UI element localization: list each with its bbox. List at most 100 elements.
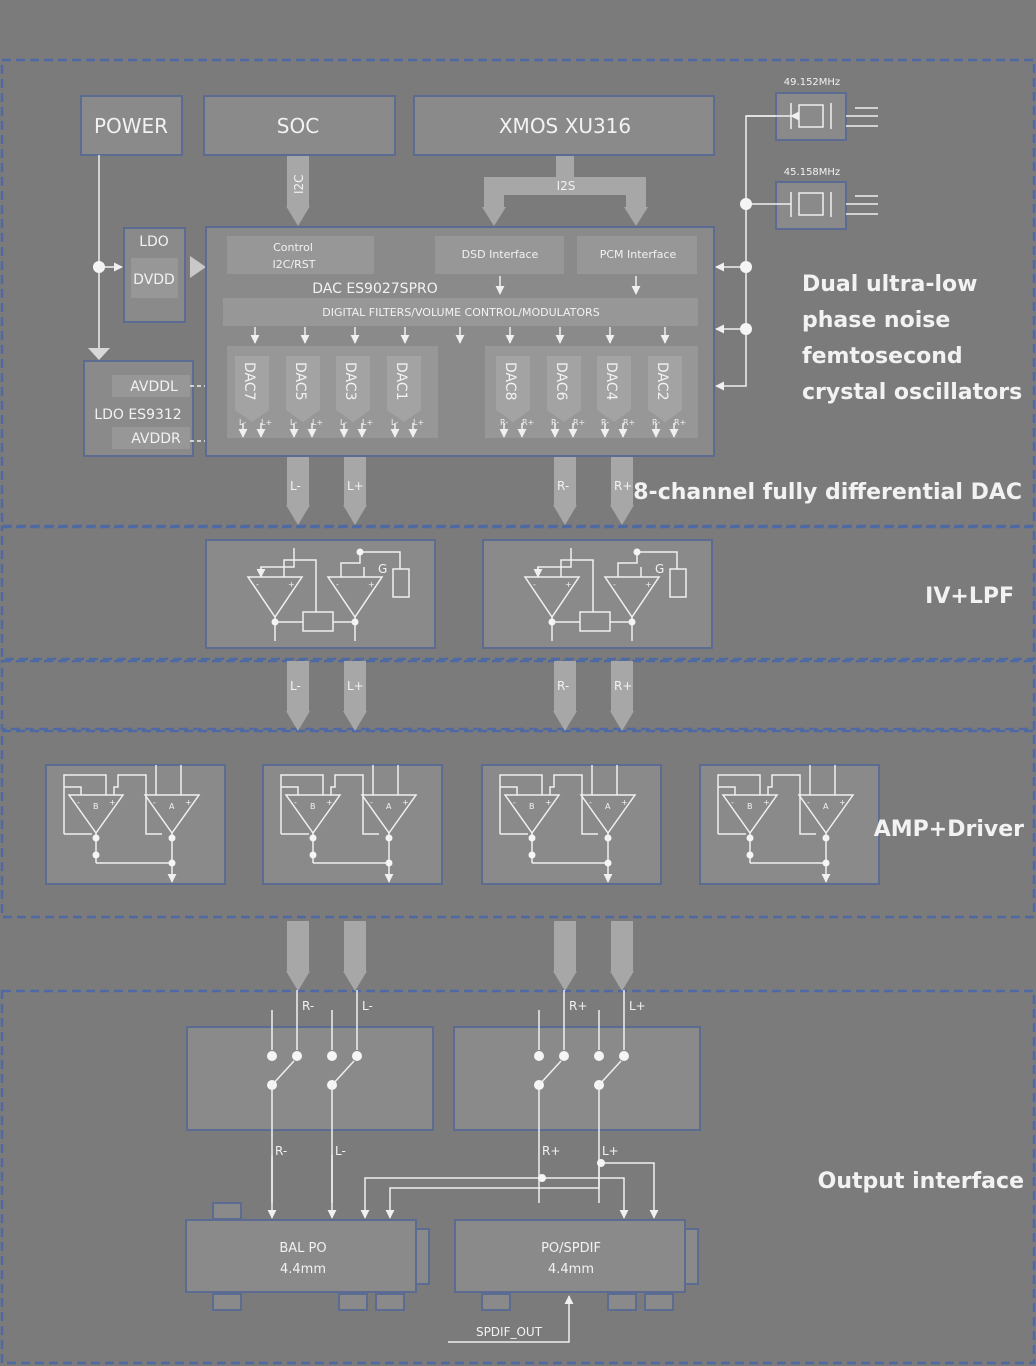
- plus-sign: +: [185, 798, 192, 807]
- avddl-label: AVDDL: [130, 379, 178, 395]
- minus-sign: -: [731, 798, 734, 807]
- dac-channel-label: DAC2: [654, 362, 670, 401]
- dac-channel-label: DAC7: [241, 362, 257, 401]
- dac-section-frame: [0, 58, 1036, 528]
- switch-output-label: R-: [275, 1144, 287, 1158]
- po-spdif-size-label: 4.4mm: [548, 1262, 594, 1277]
- control-label-2: I2C/RST: [273, 258, 316, 271]
- i2c-bus-arrow: I2C: [286, 156, 310, 226]
- switch: L-L-: [327, 990, 373, 1203]
- soc-block: SOC: [203, 95, 396, 156]
- dac-channel-label: DAC8: [502, 362, 518, 401]
- osc-section-label-3: femtosecond: [802, 344, 963, 369]
- plus-sign: +: [839, 798, 846, 807]
- pin-plus-label: L+: [413, 418, 424, 427]
- spdif-out-line: SPDIF_OUT: [448, 1295, 574, 1343]
- switch: L+L+: [594, 990, 646, 1203]
- plus-sign: +: [109, 798, 116, 807]
- signal-label: R-: [557, 479, 569, 493]
- pin-plus-label: R+: [623, 418, 635, 427]
- osc-section-label-1: Dual ultra-low: [802, 272, 978, 297]
- osc2-label: 45.158MHz: [784, 167, 840, 178]
- signal-label: L+: [347, 479, 364, 493]
- signal-arrow: [343, 921, 367, 991]
- dac-channel-label: DAC3: [342, 362, 358, 401]
- switch-input-label: R+: [569, 999, 587, 1013]
- minus-sign: -: [807, 798, 810, 807]
- power-block: POWER: [80, 95, 183, 156]
- signal-label: L-: [290, 679, 301, 693]
- dsd-interface-label: DSD Interface: [462, 248, 539, 261]
- minus-sign: -: [336, 580, 339, 589]
- ldo-es9312-label: LDO ES9312: [94, 407, 181, 423]
- plus-sign: +: [368, 580, 375, 589]
- ivlpf-section-label: IV+LPF: [925, 584, 1014, 609]
- pin-minus-label: L-: [340, 418, 347, 427]
- pin-minus-label: L-: [239, 418, 246, 427]
- minus-sign: -: [294, 798, 297, 807]
- ldo-dvdd-block: LDO DVDD: [123, 227, 206, 323]
- plus-sign: +: [402, 798, 409, 807]
- minus-sign: -: [370, 798, 373, 807]
- osc-section-label-2: phase noise: [802, 308, 950, 333]
- minus-sign: -: [77, 798, 80, 807]
- bal-po-connector: BAL PO 4.4mm: [185, 1202, 430, 1311]
- dac-channel-label: DAC6: [553, 362, 569, 401]
- minus-sign: -: [513, 798, 516, 807]
- oscillator-45mhz: 45.158MHz: [746, 167, 878, 230]
- plus-sign: +: [621, 798, 628, 807]
- signal-label: R-: [557, 679, 569, 693]
- switch: R+ R+: [534, 990, 587, 1203]
- bal-po-size-label: 4.4mm: [280, 1262, 326, 1277]
- filters-label: DIGITAL FILTERS/VOLUME CONTROL/MODULATOR…: [322, 306, 599, 319]
- amp-section-frame: [0, 729, 1036, 919]
- pcm-interface-label: PCM Interface: [600, 248, 677, 261]
- po-spdif-connector: PO/SPDIF 4.4mm: [454, 1219, 699, 1311]
- switch-input-label: R-: [302, 999, 314, 1013]
- osc-section-label-4: crystal oscillators: [802, 380, 1022, 405]
- amp-block: -+B-+A: [481, 764, 662, 885]
- clock-lines: [715, 115, 776, 391]
- opamp-label: A: [169, 802, 175, 811]
- signal-label: R+: [614, 679, 632, 693]
- dvdd-label: DVDD: [133, 272, 175, 288]
- pin-plus-label: R+: [674, 418, 686, 427]
- signal-label: L+: [347, 679, 364, 693]
- control-label-1: Control: [273, 241, 313, 254]
- pin-minus-label: R-: [652, 418, 660, 427]
- avddr-label: AVDDR: [131, 431, 181, 447]
- ivlpf-block: -+-+G: [205, 539, 436, 649]
- bal-po-label: BAL PO: [279, 1241, 326, 1256]
- signal-arrow: [553, 921, 577, 991]
- switch-block-left: [186, 1026, 434, 1131]
- signal-arrow: [286, 921, 310, 991]
- po-spdif-label: PO/SPDIF: [541, 1241, 601, 1256]
- pin-minus-label: L-: [290, 418, 297, 427]
- switch-input-label: L-: [362, 999, 373, 1013]
- dac-channel-label: DAC5: [292, 362, 308, 401]
- amp-block: -+B-+A: [45, 764, 226, 885]
- ivlpf-blocks: -+-+G-+-+G: [205, 539, 713, 649]
- signal-arrow: R+: [610, 457, 634, 525]
- amp-block: -+B-+A: [262, 764, 443, 885]
- amp-output-arrows: [286, 921, 634, 991]
- output-section-frame: [0, 989, 1036, 1365]
- i2s-bus-arrow: I2S: [482, 156, 648, 226]
- transfer-section-frame: [0, 659, 1036, 731]
- dac-section-label: 8-channel fully differential DAC: [633, 480, 1022, 505]
- signal-arrow: L+: [343, 457, 367, 525]
- ldo-label: LDO: [139, 234, 169, 250]
- soc-label: SOC: [277, 114, 319, 138]
- output-section-label: Output interface: [818, 1169, 1024, 1194]
- spdif-out-label: SPDIF_OUT: [476, 1325, 543, 1339]
- switch-block-right: [453, 1026, 701, 1131]
- dac-output-arrows: L-L+R-R+: [286, 457, 634, 525]
- ldo-es9312-block: AVDDL LDO ES9312 AVDDR: [83, 360, 483, 457]
- switch-output-label: R+: [542, 1144, 560, 1158]
- signal-label: R+: [614, 479, 632, 493]
